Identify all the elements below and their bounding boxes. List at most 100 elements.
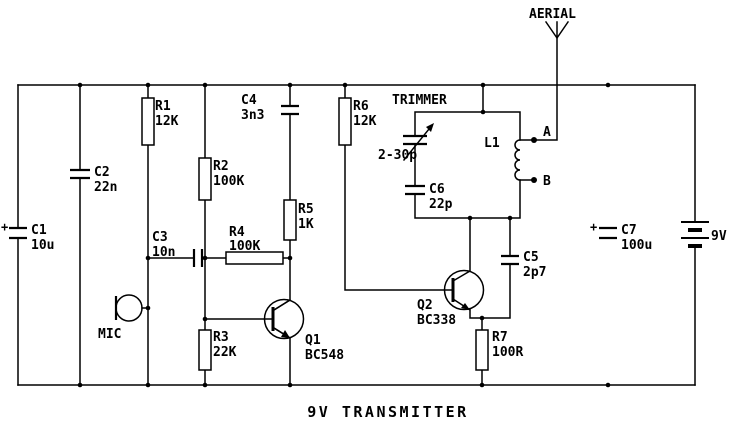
capacitor-plates-icon — [405, 184, 425, 196]
r3-value: 22K — [213, 345, 237, 360]
mic-r1-c3-row — [141, 84, 291, 386]
r2-r3-column-base-wire — [204, 84, 274, 386]
l1-ref: L1 — [484, 136, 500, 151]
r2-value: 100K — [213, 174, 244, 189]
r2-ref: R2 — [213, 159, 229, 174]
capacitor-c5: C5 2p7 — [501, 250, 546, 280]
capacitor-plates-icon — [9, 226, 27, 240]
coil-icon — [514, 139, 521, 181]
r5-ref: R5 — [298, 202, 314, 217]
c1-ref: C1 — [31, 223, 47, 238]
resistor-body-icon — [198, 329, 212, 371]
q1-value: BC548 — [305, 348, 344, 363]
transistor-body-icon — [263, 298, 305, 340]
tank-circuit-wires — [414, 84, 532, 219]
resistor-r6: R6 12K — [338, 97, 377, 146]
transistor-q2: Q2 BC338 — [417, 269, 485, 328]
c7-polarity: + — [590, 220, 597, 234]
c1-value: 10u — [31, 238, 54, 253]
capacitor-plates-icon — [70, 168, 90, 180]
microphone-icon — [115, 294, 143, 322]
capacitor-c3: C3 10n — [152, 230, 204, 267]
inductor-l1: L1 A B — [484, 125, 551, 189]
capacitor-c4: C4 3n3 — [241, 93, 299, 123]
resistor-r3: R3 22K — [198, 329, 237, 371]
c1-polarity: + — [1, 220, 8, 234]
r6-value: 12K — [353, 114, 377, 129]
capacitor-c7: + C7 100u — [590, 220, 652, 253]
c4-ref: C4 — [241, 93, 257, 108]
q2-value: BC338 — [417, 313, 456, 328]
capacitor-plates-icon — [599, 226, 617, 240]
supply-rails — [17, 84, 696, 386]
resistor-body-icon — [198, 157, 212, 201]
r1-value: 12K — [155, 114, 179, 129]
r5-value: 1K — [298, 217, 314, 232]
resistor-r7: R7 100R — [475, 329, 523, 371]
microphone: MIC — [98, 294, 143, 342]
capacitor-c1: + C1 10u — [1, 220, 54, 253]
q1-ref: Q1 — [305, 333, 321, 348]
tap-a-terminal — [531, 137, 537, 143]
trimmer-label: TRIMMER — [392, 93, 447, 108]
r3-ref: R3 — [213, 330, 229, 345]
battery-short-plates-icon — [688, 228, 702, 248]
antenna-icon — [536, 20, 570, 141]
capacitor-plates-icon — [192, 249, 204, 267]
c2-ref: C2 — [94, 165, 110, 180]
resistor-body-icon — [475, 329, 489, 371]
capacitor-plates-icon — [281, 104, 299, 116]
resistor-r4: R4 100K — [225, 225, 284, 265]
aerial-label: AERIAL — [529, 7, 576, 22]
tap-b-terminal — [531, 177, 537, 183]
emitter-arrow-icon — [281, 330, 290, 338]
q2-c5-r7-wires — [451, 217, 511, 386]
capacitor-plates-icon — [403, 134, 427, 146]
c3-value: 10n — [152, 245, 175, 260]
trimmer-arrowhead-icon — [426, 123, 434, 132]
capacitor-c6: C6 22p — [405, 182, 453, 212]
tap-b-label: B — [543, 174, 551, 189]
battery: 9V — [681, 221, 727, 248]
mic-label: MIC — [98, 327, 121, 342]
q2-ref: Q2 — [417, 298, 433, 313]
resistor-body-icon — [141, 97, 155, 146]
r6-ref: R6 — [353, 99, 369, 114]
junction-dots — [77, 82, 611, 388]
capacitor-c2: C2 22n — [70, 165, 117, 195]
c2-value: 22n — [94, 180, 117, 195]
aerial: AERIAL — [529, 7, 576, 141]
transistor-leads-icon — [272, 298, 292, 340]
resistor-body-icon — [283, 199, 297, 241]
c7-ref: C7 — [621, 223, 637, 238]
resistor-body-icon — [225, 251, 284, 265]
resistor-body-icon — [338, 97, 352, 146]
schematic-title: 9V TRANSMITTER — [307, 403, 468, 421]
trimmer-value: 2-30p — [378, 148, 417, 163]
resistor-r5: R5 1K — [283, 199, 314, 241]
c5-value: 2p7 — [523, 265, 546, 280]
r1-ref: R1 — [155, 99, 171, 114]
trimmer-capacitor: TRIMMER 2-30p — [378, 93, 447, 163]
battery-long-plates-icon — [681, 221, 709, 239]
r4-value: 100K — [229, 239, 260, 254]
emitter-arrow-icon — [461, 303, 470, 310]
capacitor-plates-icon — [501, 254, 519, 266]
r7-ref: R7 — [492, 330, 508, 345]
c6-value: 22p — [429, 197, 453, 212]
r4-ref: R4 — [229, 225, 245, 240]
c7-value: 100u — [621, 238, 652, 253]
c6-ref: C6 — [429, 182, 445, 197]
trimmer-arrow-icon — [402, 127, 431, 162]
transistor-q1: Q1 BC548 — [263, 298, 344, 363]
battery-label: 9V — [711, 229, 727, 244]
c5-ref: C5 — [523, 250, 539, 265]
tap-a-label: A — [543, 125, 551, 140]
c4-value: 3n3 — [241, 108, 264, 123]
c3-ref: C3 — [152, 230, 168, 245]
resistor-r2: R2 100K — [198, 157, 244, 201]
resistor-r1: R1 12K — [141, 97, 179, 146]
transistor-body-icon — [443, 269, 485, 311]
